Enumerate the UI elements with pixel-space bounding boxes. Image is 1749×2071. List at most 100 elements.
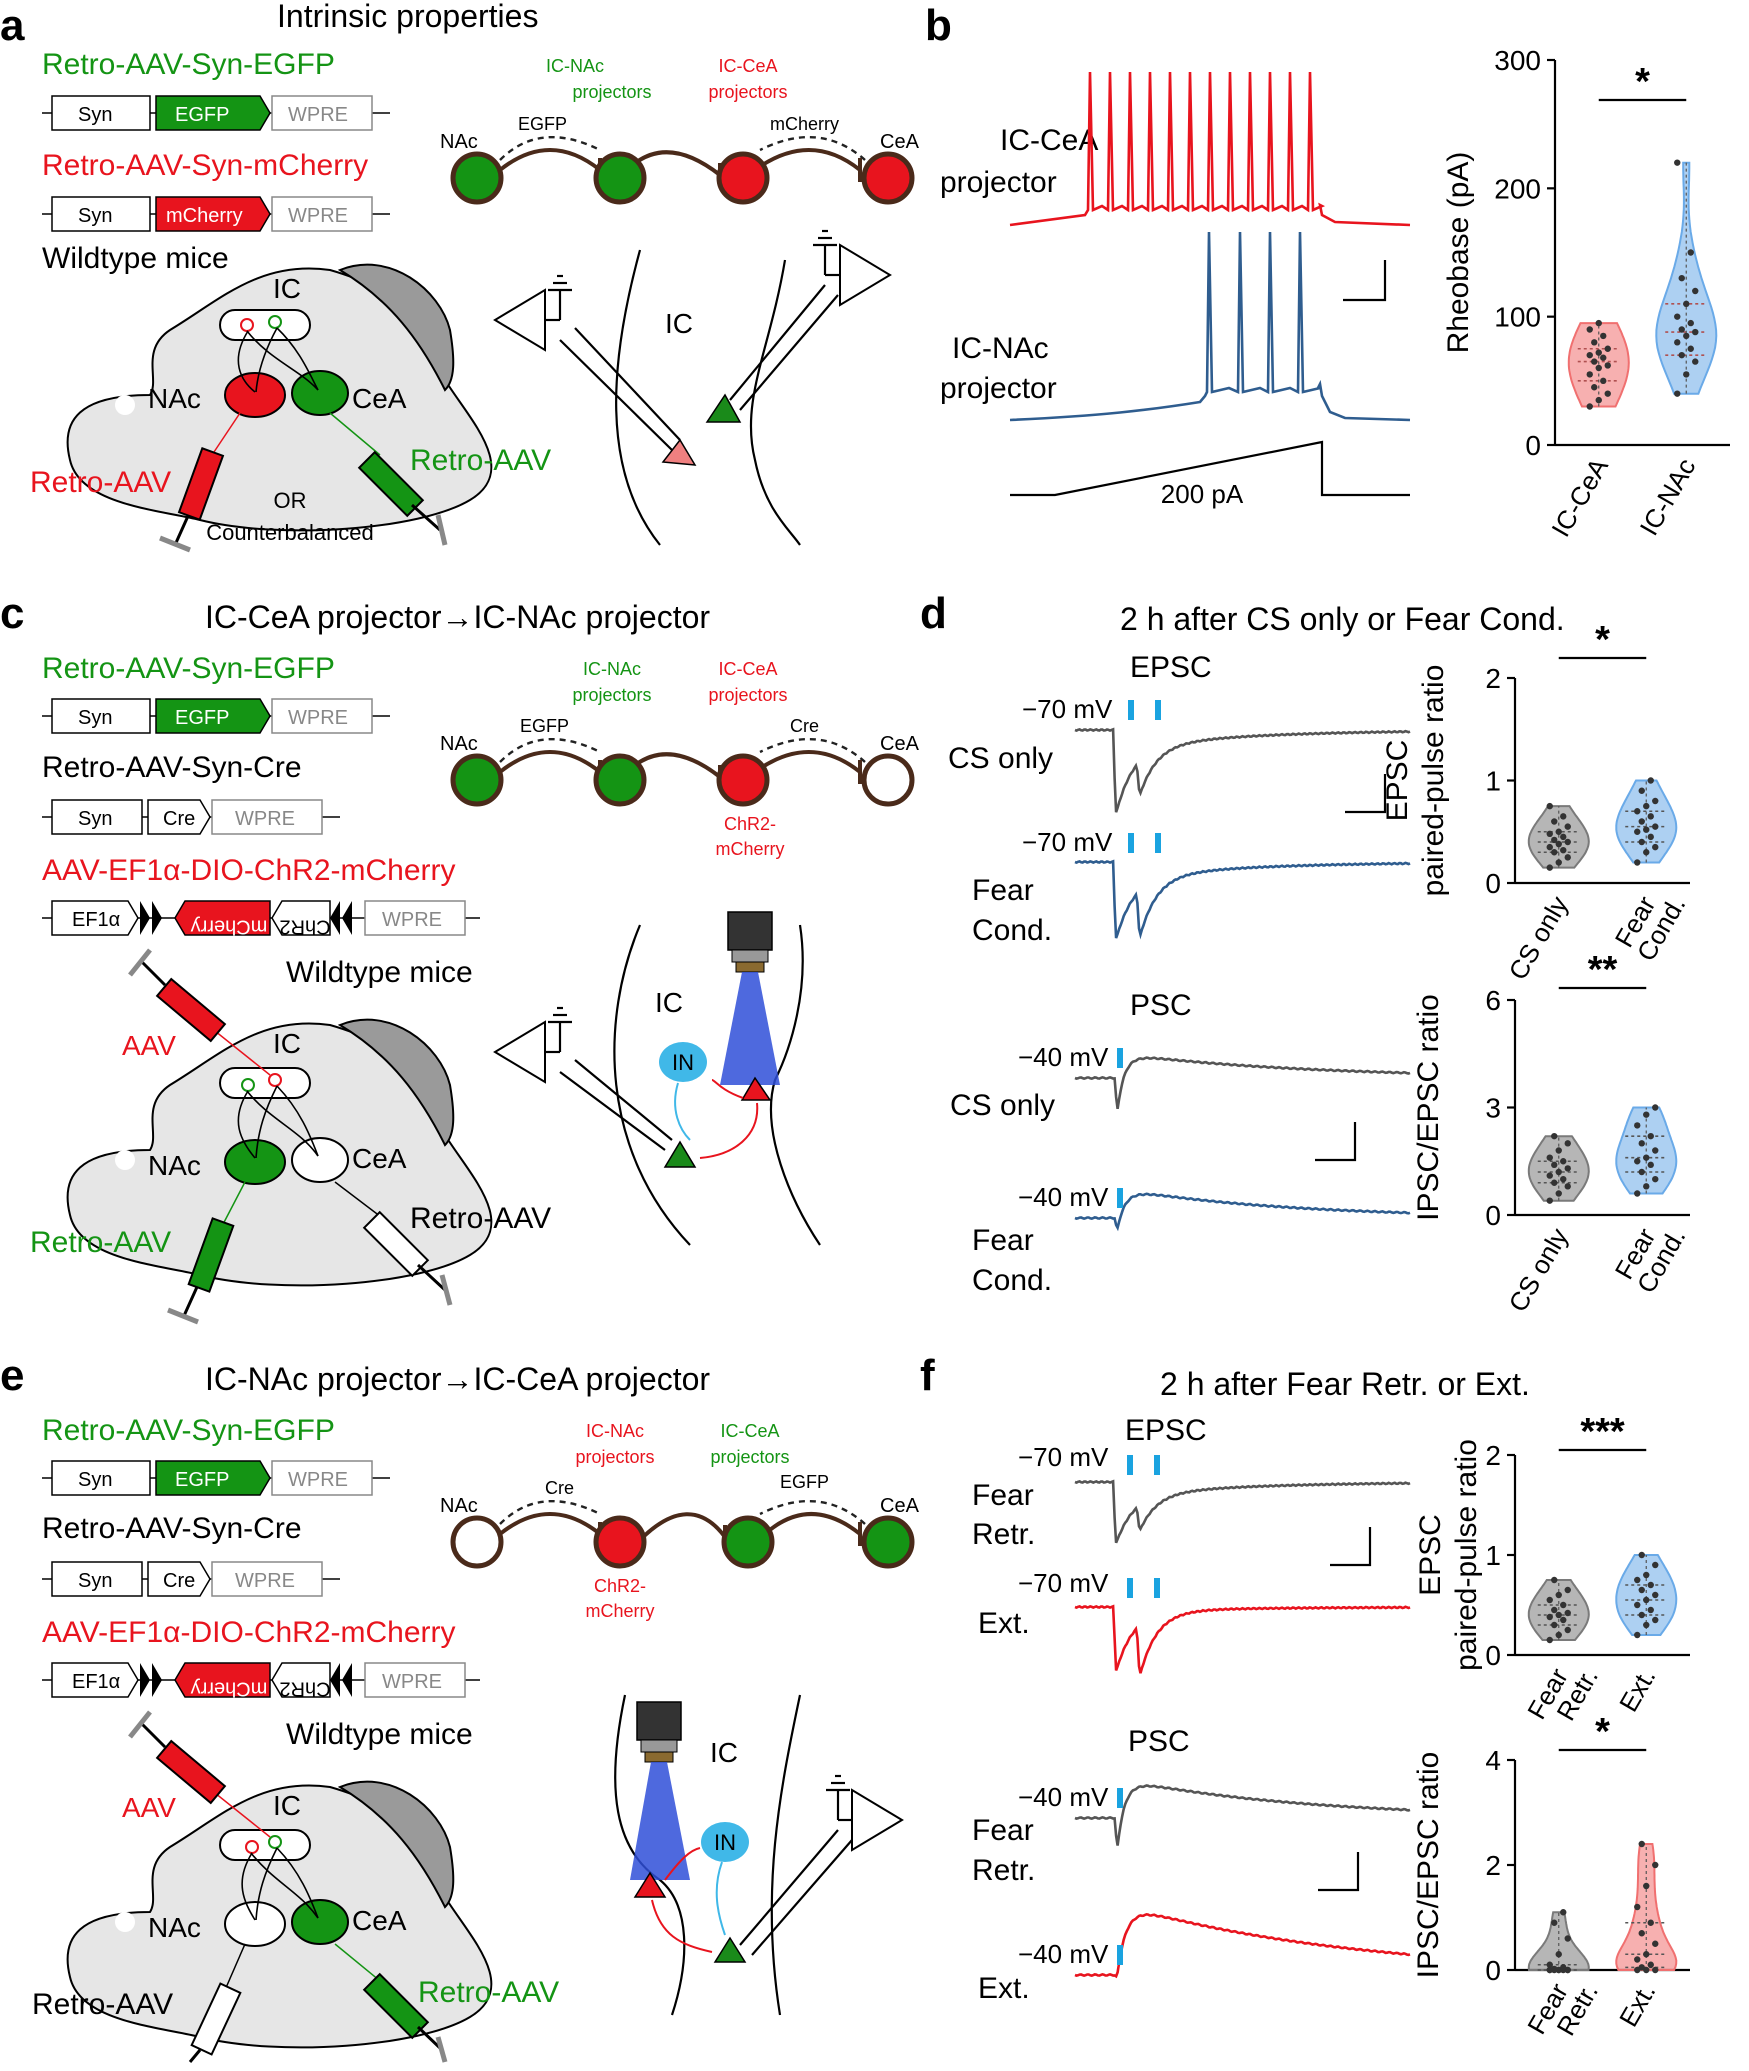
data-point	[1591, 358, 1598, 365]
data-point	[1564, 1183, 1571, 1190]
construct-label: mCherry	[191, 1678, 268, 1700]
data-point	[1546, 1154, 1553, 1161]
brain-counterbalanced: Counterbalanced	[206, 520, 374, 545]
arrow-label: Cre	[790, 716, 819, 736]
data-point	[1647, 1919, 1654, 1926]
interneuron	[701, 1822, 749, 1862]
panel-c-title: IC-CeA projector→IC-NAc projector	[205, 599, 710, 635]
data-point	[1674, 339, 1681, 346]
category-label: IC-CeA	[1545, 452, 1614, 541]
data-point	[1551, 1132, 1558, 1140]
trace-ic-cea	[1009, 71, 1411, 227]
chr2-label: mCherry	[585, 1601, 654, 1621]
node-ic-nac	[593, 151, 647, 205]
epsc-title: EPSC	[1130, 651, 1212, 684]
data-point	[1564, 1935, 1571, 1942]
virus-mcherry: Retro-AAV-Syn-mCherry	[42, 149, 368, 182]
light-pulse	[1155, 700, 1161, 720]
construct-label: WPRE	[235, 808, 295, 830]
panel-a-title: Intrinsic properties	[277, 0, 538, 34]
data-point	[1652, 1104, 1659, 1111]
data-point	[1591, 339, 1598, 346]
data-point	[1555, 1147, 1562, 1154]
construct-dio: EF1α mCherry ChR2 WPRE	[42, 900, 480, 938]
data-point	[1643, 1571, 1650, 1579]
virus-dio: AAV-EF1α-DIO-ChR2-mCherry	[42, 854, 456, 887]
construct-label: mCherry	[191, 916, 268, 938]
mice-label: Wildtype mice	[286, 956, 473, 989]
significance-label: ***	[1580, 1411, 1625, 1453]
category-label: Ext.	[1613, 1663, 1661, 1717]
data-point	[1555, 840, 1562, 848]
data-point	[1638, 818, 1645, 825]
data-point	[1586, 351, 1593, 359]
data-point	[1643, 826, 1650, 833]
data-point	[1555, 1591, 1562, 1599]
condition-label: Fear	[972, 874, 1034, 907]
brain-cea-label: CeA	[352, 383, 407, 414]
brain-aav-label: AAV	[122, 1792, 176, 1823]
data-point	[1634, 1903, 1641, 1911]
data-point	[1560, 1964, 1567, 1971]
trace2-label: IC-NAc	[952, 332, 1049, 365]
y-tick-label: 1	[1485, 766, 1501, 797]
significance-label: *	[1595, 619, 1610, 661]
data-point	[1634, 1190, 1641, 1197]
construct-egfp: Syn EGFP WPRE	[42, 1460, 390, 1496]
data-point	[1564, 838, 1571, 846]
condition-label: Cond.	[972, 1264, 1052, 1297]
ramp-label: 200 pA	[1161, 479, 1244, 509]
data-point	[1652, 1861, 1659, 1869]
construct-label: WPRE	[288, 707, 348, 729]
voltage-label: −70 mV	[1022, 694, 1113, 724]
data-point	[1652, 797, 1659, 805]
light-pulse	[1154, 1455, 1160, 1475]
panel-e-title: IC-NAc projector→IC-CeA projector	[205, 1361, 710, 1397]
circuit-nac-label: NAc	[440, 131, 478, 153]
group-label: projectors	[572, 685, 651, 705]
data-point	[1647, 813, 1654, 820]
data-point	[1551, 849, 1558, 856]
y-tick-label: 2	[1485, 1850, 1501, 1881]
panel-a: a Intrinsic properties Retro-AAV-Syn-EGF…	[0, 0, 920, 553]
data-point	[1652, 1561, 1659, 1569]
data-point	[1564, 1626, 1571, 1634]
injector-aav	[128, 948, 227, 1043]
construct-label: Syn	[78, 205, 112, 227]
data-point	[1683, 300, 1690, 308]
data-point	[1551, 1965, 1558, 1973]
data-point	[1692, 287, 1699, 295]
traces-d	[1074, 700, 1411, 1232]
data-point	[1638, 1586, 1645, 1594]
mice-label: Wildtype mice	[42, 242, 229, 275]
data-point	[1674, 313, 1681, 320]
brain-nac-label: NAc	[148, 1912, 201, 1943]
voltage-label: −40 mV	[1018, 1182, 1109, 1212]
data-point	[1564, 1165, 1571, 1172]
trace-ic-nac	[1009, 231, 1411, 422]
data-point	[1560, 1158, 1567, 1165]
y-axis-label: EPSC	[1414, 1514, 1447, 1596]
group-label: IC-NAc	[583, 659, 641, 679]
data-point	[1560, 1601, 1567, 1609]
condition-label: Fear	[972, 1814, 1034, 1847]
trace	[1074, 1056, 1411, 1110]
data-point	[1555, 1951, 1562, 1958]
data-point	[1546, 830, 1553, 837]
brain-aav-label: AAV	[122, 1030, 176, 1061]
y-tick-label: 0	[1485, 1955, 1501, 1986]
condition-label: Cond.	[972, 914, 1052, 947]
psc-title: PSC	[1130, 989, 1192, 1022]
construct-label: WPRE	[382, 1671, 442, 1693]
node-nac	[450, 1515, 504, 1569]
condition-label: Retr.	[972, 1518, 1035, 1551]
data-point	[1560, 847, 1567, 854]
data-point	[1634, 1631, 1641, 1639]
trace	[1074, 727, 1411, 813]
condition-label: CS only	[950, 1089, 1055, 1122]
data-point	[1546, 1172, 1553, 1179]
voltage-label: −40 mV	[1018, 1939, 1109, 1969]
slice-recording-c: IC IN	[493, 911, 821, 1246]
data-point	[1652, 1616, 1659, 1624]
y-axis-label: EPSC	[1381, 740, 1414, 822]
